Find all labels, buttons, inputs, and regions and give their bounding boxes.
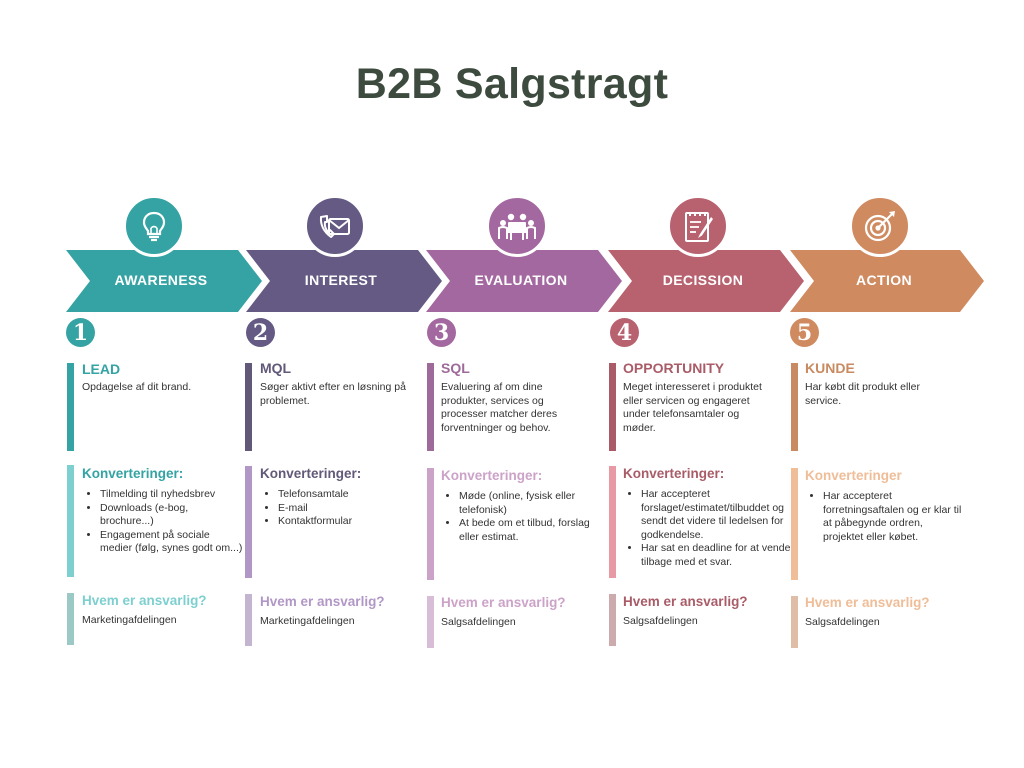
responsible-heading-4: Hvem er ansvarlig? bbox=[623, 594, 748, 609]
opportunity-bar bbox=[609, 363, 616, 451]
lightbulb-icon bbox=[142, 211, 166, 242]
conversions-list-4: Har accepteret forslaget/estimatet/tilbu… bbox=[623, 488, 793, 569]
responsible-bar-2 bbox=[245, 594, 252, 646]
stage-label-evaluation: EVALUATION bbox=[474, 272, 568, 288]
conversion-item: Engagement på sociale medier (følg, syne… bbox=[100, 529, 244, 556]
awareness-icon-circle bbox=[123, 195, 185, 257]
mql-bar bbox=[245, 363, 252, 451]
conversions-bar-5 bbox=[791, 468, 798, 580]
responsible-value-3: Salgsafdelingen bbox=[441, 616, 516, 628]
conversion-item: Tilmelding til nyhedsbrev bbox=[100, 488, 244, 502]
responsible-value-4: Salgsafdelingen bbox=[623, 615, 698, 627]
evaluation-icon-circle bbox=[486, 195, 548, 257]
conversions-heading-5: Konverteringer bbox=[805, 468, 902, 483]
responsible-value-1: Marketingafdelingen bbox=[82, 614, 177, 626]
conversions-list-3: Møde (online, fysisk eller telefonisk)At… bbox=[441, 490, 607, 544]
stage-number-1: 1 bbox=[66, 318, 95, 347]
conversion-item: At bede om et tilbud, forslag eller esti… bbox=[459, 517, 607, 544]
mql-description: Søger aktivt efter en løsning på problem… bbox=[260, 381, 406, 407]
clipboard-icon bbox=[685, 212, 713, 242]
stage-number-3: 3 bbox=[427, 318, 456, 347]
lead-bar bbox=[67, 363, 74, 451]
responsible-value-2: Marketingafdelingen bbox=[260, 615, 355, 627]
stage-label-interest: INTEREST bbox=[304, 272, 378, 288]
interest-icon-circle bbox=[304, 195, 366, 257]
action-icon-circle bbox=[849, 195, 911, 257]
sql-heading: SQL bbox=[441, 360, 470, 376]
phone-envelope-icon bbox=[319, 215, 350, 238]
conversions-bar-2 bbox=[245, 466, 252, 578]
meeting-icon bbox=[498, 213, 536, 240]
responsible-heading-3: Hvem er ansvarlig? bbox=[441, 595, 566, 610]
stage-number-2: 2 bbox=[246, 318, 275, 347]
responsible-bar-4 bbox=[609, 594, 616, 646]
stage-label-action: ACTION bbox=[855, 272, 913, 288]
conversion-item: E-mail bbox=[278, 502, 428, 516]
responsible-heading-2: Hvem er ansvarlig? bbox=[260, 594, 385, 609]
stage-label-decission: DECISSION bbox=[662, 272, 744, 288]
opportunity-description: Meget interesseret i produktet eller ser… bbox=[623, 381, 762, 434]
kunde-bar bbox=[791, 363, 798, 451]
stage-number-4: 4 bbox=[610, 318, 639, 347]
conversion-item: Møde (online, fysisk eller telefonisk) bbox=[459, 490, 607, 517]
responsible-value-5: Salgsafdelingen bbox=[805, 616, 880, 628]
decission-icon-circle bbox=[667, 195, 729, 257]
conversion-item: Har accepteret forretningsaftalen og er … bbox=[823, 490, 963, 544]
conversions-bar-1 bbox=[67, 465, 74, 577]
conversion-item: Har sat en deadline for at vende tilbage… bbox=[641, 542, 793, 569]
conversions-bar-3 bbox=[427, 468, 434, 580]
responsible-heading-5: Hvem er ansvarlig? bbox=[805, 595, 930, 610]
responsible-bar-1 bbox=[67, 593, 74, 645]
conversions-list-2: TelefonsamtaleE-mailKontaktformular bbox=[260, 488, 428, 529]
page-title: B2B Salgstragt bbox=[355, 60, 669, 108]
target-icon bbox=[864, 211, 895, 242]
sql-description: Evaluering af om dine produkter, service… bbox=[441, 381, 558, 434]
sql-bar bbox=[427, 363, 434, 451]
responsible-bar-5 bbox=[791, 596, 798, 648]
conversion-item: Kontaktformular bbox=[278, 515, 428, 529]
conversions-heading-1: Konverteringer: bbox=[82, 466, 184, 481]
kunde-heading: KUNDE bbox=[805, 360, 855, 376]
conversions-heading-3: Konverteringer: bbox=[441, 468, 543, 483]
mql-heading: MQL bbox=[260, 360, 292, 376]
lead-description: Opdagelse af dit brand. bbox=[82, 381, 192, 393]
responsible-heading-1: Hvem er ansvarlig? bbox=[82, 593, 207, 608]
opportunity-heading: OPPORTUNITY bbox=[623, 360, 725, 376]
conversions-heading-2: Konverteringer: bbox=[260, 466, 362, 481]
lead-heading: LEAD bbox=[82, 361, 121, 377]
conversions-heading-4: Konverteringer: bbox=[623, 466, 725, 481]
conversion-item: Har accepteret forslaget/estimatet/tilbu… bbox=[641, 488, 793, 542]
responsible-bar-3 bbox=[427, 596, 434, 648]
stage-label-awareness: AWARENESS bbox=[114, 272, 208, 288]
conversions-list-1: Tilmelding til nyhedsbrevDownloads (e-bo… bbox=[82, 488, 244, 556]
conversion-item: Telefonsamtale bbox=[278, 488, 428, 502]
kunde-description: Har købt dit produkt eller service. bbox=[805, 381, 920, 407]
conversions-list-5: Har accepteret forretningsaftalen og er … bbox=[805, 490, 963, 544]
stage-number-5: 5 bbox=[790, 318, 819, 347]
conversions-bar-4 bbox=[609, 466, 616, 578]
conversion-item: Downloads (e-bog, brochure...) bbox=[100, 502, 244, 529]
